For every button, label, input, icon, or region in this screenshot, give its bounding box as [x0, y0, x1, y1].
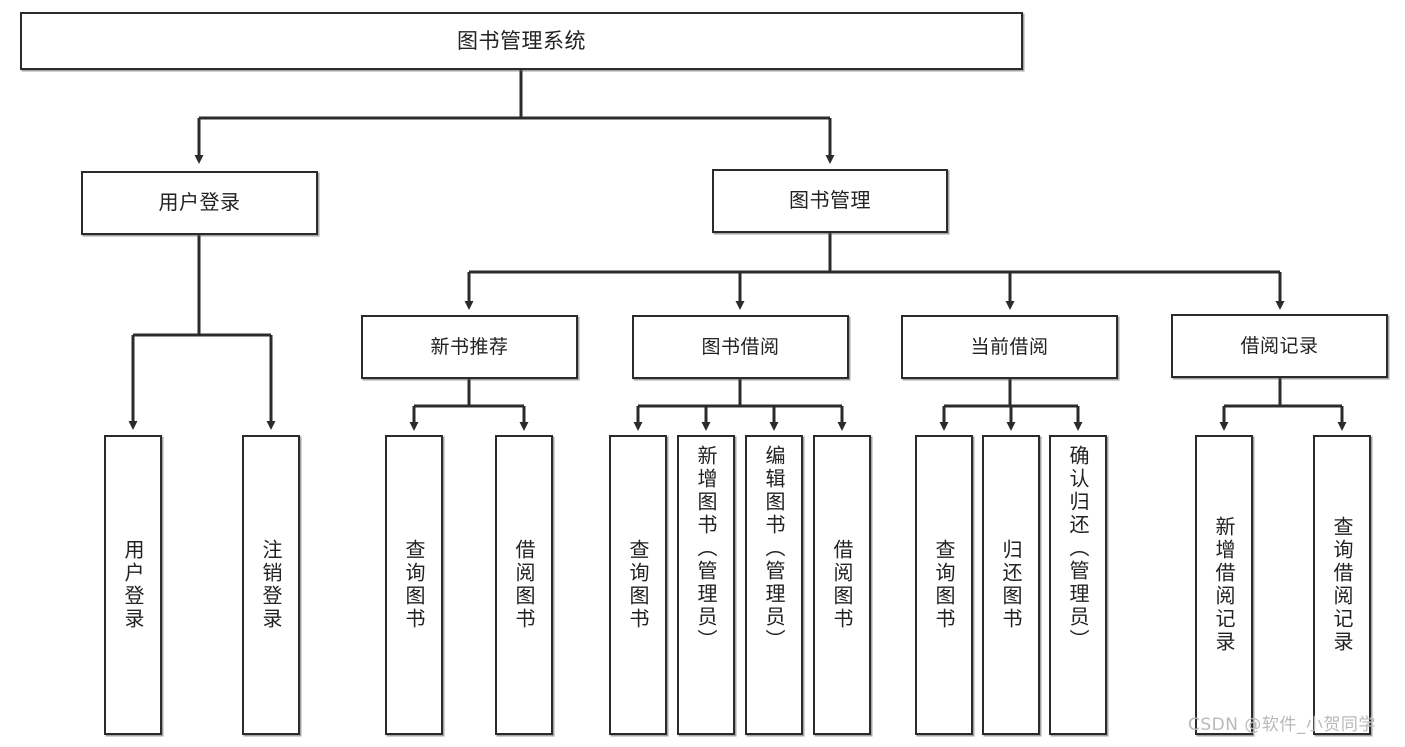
node-root-system[interactable]: 图书管理系统: [20, 12, 1023, 70]
node-label: 图书借阅: [701, 335, 780, 358]
node-label: 图书管理系统: [457, 28, 586, 53]
leaf-book-borrow-query[interactable]: 查询图书: [609, 435, 667, 735]
leaf-new-book-query[interactable]: 查询图书: [385, 435, 443, 735]
node-label: 查询图书: [932, 539, 956, 631]
node-label: 归还图书: [999, 539, 1023, 631]
leaf-current-borrow-return[interactable]: 归还图书: [982, 435, 1040, 735]
leaf-borrow-record-query[interactable]: 查询借阅记录: [1313, 435, 1371, 735]
node-current-borrow[interactable]: 当前借阅: [901, 315, 1118, 379]
node-label: 新书推荐: [430, 335, 509, 358]
node-label: 新增借阅记录: [1212, 516, 1236, 654]
node-label: 图书管理: [789, 188, 871, 213]
node-book-borrow[interactable]: 图书借阅: [632, 315, 849, 379]
leaf-new-book-borrow[interactable]: 借阅图书: [495, 435, 553, 735]
node-borrow-record[interactable]: 借阅记录: [1171, 314, 1388, 378]
leaf-book-borrow-add[interactable]: 新增图书（管理员）: [677, 435, 735, 735]
node-label: 当前借阅: [970, 335, 1049, 358]
node-label: 借阅图书: [512, 539, 536, 631]
node-label: 借阅图书: [830, 539, 854, 631]
node-label: 编辑图书（管理员）: [762, 445, 786, 652]
leaf-user-login-logout[interactable]: 注销登录: [242, 435, 300, 735]
leaf-book-borrow-edit[interactable]: 编辑图书（管理员）: [745, 435, 803, 735]
watermark-text: CSDN @软件_小贺同学: [1188, 715, 1376, 735]
node-label: 确认归还（管理员）: [1066, 445, 1090, 652]
node-label: 借阅记录: [1240, 334, 1319, 357]
node-label: 查询图书: [402, 539, 426, 631]
leaf-current-borrow-confirm-return[interactable]: 确认归还（管理员）: [1049, 435, 1107, 735]
node-label: 查询图书: [626, 539, 650, 631]
node-label: 用户登录: [158, 190, 241, 215]
leaf-book-borrow-borrow[interactable]: 借阅图书: [813, 435, 871, 735]
node-user-login[interactable]: 用户登录: [81, 171, 318, 235]
node-new-book-recommend[interactable]: 新书推荐: [361, 315, 578, 379]
node-label: 查询借阅记录: [1330, 516, 1354, 654]
node-label: 注销登录: [259, 539, 283, 631]
leaf-borrow-record-add[interactable]: 新增借阅记录: [1195, 435, 1253, 735]
leaf-current-borrow-query[interactable]: 查询图书: [915, 435, 973, 735]
node-book-management[interactable]: 图书管理: [712, 169, 948, 233]
leaf-user-login-login[interactable]: 用户登录: [104, 435, 162, 735]
node-label: 新增图书（管理员）: [694, 445, 718, 652]
node-label: 用户登录: [121, 539, 145, 631]
